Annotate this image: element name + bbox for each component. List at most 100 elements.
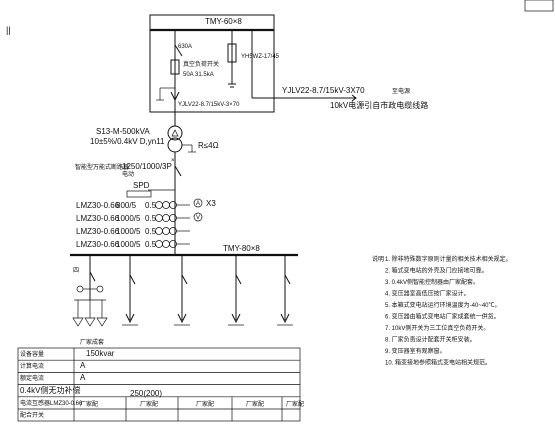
ct-row-ratio: 1000/5 bbox=[116, 240, 141, 249]
transformer-ratio: 10±5%/0.4kV D,yn11 bbox=[90, 137, 165, 146]
ct-row-ratio: 1000/5 bbox=[116, 214, 141, 223]
ct-row-label: LMZ30-0.66 bbox=[76, 201, 120, 210]
table-row-label-4: 电流互感器LMZ30-0.66 bbox=[20, 399, 83, 407]
feeder-arrow-icon bbox=[125, 313, 135, 324]
table-row-value-1: A bbox=[80, 361, 86, 370]
lv-busbar-label: TMY-80×8 bbox=[223, 244, 260, 253]
vendor-cell: 厂家配 bbox=[196, 400, 214, 408]
spd-label: SPD bbox=[133, 181, 150, 190]
top-busbar-label: TMY-60×8 bbox=[205, 17, 242, 26]
spd-icon bbox=[126, 190, 152, 198]
ct-row-label: LMZ30-0.66 bbox=[76, 240, 120, 249]
incoming-arrow-icon bbox=[351, 94, 357, 102]
note-item: 4. 变压器室高低压按厂家设计。 bbox=[385, 290, 470, 298]
ct-coil-icon bbox=[162, 227, 170, 235]
hv-breaking-capacity: 50A 31.5kA bbox=[183, 72, 214, 78]
note-item: 7. 10kV侧开关为三工位真空负荷开关。 bbox=[385, 324, 489, 332]
feeder-arrow-icon bbox=[280, 313, 290, 324]
cable-head-icon bbox=[170, 91, 180, 102]
vendor-cell: 厂家配 bbox=[80, 400, 98, 408]
table-row-label-1: 计算电流 bbox=[20, 362, 44, 370]
ct-coil-icon bbox=[162, 240, 170, 248]
note-item: 3. 0.4kV侧智能控制器由厂家配套。 bbox=[385, 278, 479, 286]
table-row-label-2: 额定电流 bbox=[20, 374, 44, 382]
ct-coil-icon bbox=[155, 214, 163, 222]
ct-row-class: 0.5 bbox=[145, 214, 157, 223]
load-switch bbox=[174, 44, 183, 57]
table-header-note: 厂家成套 bbox=[80, 338, 104, 346]
feeder-breaker-icon bbox=[129, 274, 136, 285]
hv-cable-out: YJLV22-8.7/15kV-3×70 bbox=[178, 102, 240, 108]
feeder-arrow-icon bbox=[177, 313, 187, 324]
hv-cable-in-note: 至电源 bbox=[392, 87, 410, 95]
feeder-breaker-icon bbox=[235, 274, 242, 285]
feeder-breaker-icon bbox=[181, 274, 188, 285]
hv-breaker-rating: 630A bbox=[178, 44, 192, 50]
ammeter-label: A bbox=[196, 201, 200, 207]
vendor-cell: 厂家配 bbox=[140, 400, 158, 408]
capacitor-mark: 四 bbox=[73, 267, 79, 274]
fuse-icon bbox=[170, 59, 180, 75]
hv-cable-in: YJLV22-8.7/15kV-3X70 bbox=[282, 86, 365, 95]
equipment-table: 厂家成套 设备容量 150kvar 计算电流 A 额定电流 A 0.4kV侧无功… bbox=[17, 338, 304, 422]
voltmeter-label: V bbox=[196, 215, 200, 221]
note-item: 10. 箱变接地参照箱式变电站相关规范。 bbox=[385, 359, 491, 367]
table-row-label-0: 设备容量 bbox=[20, 350, 44, 358]
capacitor-icon-2 bbox=[84, 317, 96, 327]
capacitor-icon-1 bbox=[72, 317, 84, 327]
lv-breaker-rating: 1250/1000/3P bbox=[122, 162, 172, 171]
ammeter-count: X3 bbox=[206, 199, 216, 208]
transformer-primary-icon bbox=[167, 125, 183, 141]
table-row-label-3: 0.4kV侧无功补偿 bbox=[20, 385, 80, 395]
corner-box bbox=[524, 0, 554, 12]
ct-row-class: 0.5 bbox=[145, 201, 157, 210]
ct-coil-icon bbox=[155, 227, 163, 235]
ct-coil-icon bbox=[155, 201, 163, 209]
arrester-label: YH5WZ-17/45 bbox=[241, 54, 280, 60]
breaker-cross-icon: × bbox=[171, 158, 175, 164]
hv-cabinet-frame bbox=[149, 14, 275, 113]
notes-title: 说明 bbox=[372, 255, 384, 263]
vendor-cell: 厂家配 bbox=[246, 400, 264, 408]
ct-coil-icon bbox=[162, 214, 170, 222]
ct-row-ratio: 800/5 bbox=[116, 201, 137, 210]
transformer-model: S13-M-500kVA bbox=[96, 127, 150, 136]
note-item: 5. 本箱式变电站运行环境温度为-40~40℃。 bbox=[385, 301, 501, 309]
capacitor-ct-right bbox=[96, 285, 104, 293]
outgoing-feeder-group bbox=[122, 255, 293, 326]
ct-coil-icon bbox=[162, 201, 170, 209]
arrester-icon bbox=[227, 43, 237, 63]
vendor-cell: 厂家配 bbox=[286, 400, 304, 408]
note-item: 2. 箱式变电站的外壳及门应接地可靠。 bbox=[385, 267, 488, 275]
ammeter-icon bbox=[193, 198, 203, 208]
table-row-label-5: 配合开关 bbox=[20, 411, 44, 419]
capacitor-ct-left bbox=[76, 285, 84, 293]
table-row-value-0: 150kvar bbox=[86, 349, 115, 358]
notes-list: 1. 除非特殊数字原则计量的相关技术相关规定。 2. 箱式变电站的外壳及门应接地可… bbox=[385, 255, 512, 367]
feeder-breaker-icon bbox=[284, 274, 291, 285]
ct-row-label: LMZ30-0.66 bbox=[76, 227, 120, 236]
note-item: 1. 除非特殊数字原则计量的相关技术相关规定。 bbox=[385, 255, 512, 263]
corner-mark: || bbox=[6, 25, 11, 35]
hv-source-note: 10kV电源引自市政电缆线路 bbox=[330, 100, 428, 110]
note-item: 8. 厂家负责设计配套开关柜安装。 bbox=[385, 336, 476, 344]
capacitor-icon-3 bbox=[96, 317, 108, 327]
voltmeter-icon bbox=[193, 212, 203, 222]
ct-row-ratio: 1000/5 bbox=[116, 227, 141, 236]
lv-breaker-label: 智能型万能式断路器 bbox=[75, 163, 129, 171]
delta-symbol bbox=[171, 129, 179, 137]
hv-fuse-label: 真空负荷开关 bbox=[183, 60, 219, 68]
ct-coil-icon bbox=[155, 240, 163, 248]
note-item: 6. 变压器由箱式变电站厂家成套统一供货。 bbox=[385, 313, 500, 321]
feeder-arrow-icon bbox=[231, 313, 241, 324]
grounding-label: R≤4Ω bbox=[198, 141, 219, 150]
ct-row-class: 0.5 bbox=[145, 240, 157, 249]
table-row-value-2: A bbox=[80, 373, 86, 382]
lv-breaker-sub: 电动 bbox=[122, 170, 134, 178]
lv-breaker-icon bbox=[174, 165, 182, 177]
note-item: 9. 变压器室有观察窗。 bbox=[385, 347, 446, 355]
ct-row-label: LMZ30-0.66 bbox=[76, 214, 120, 223]
table-ct-value: 250(200) bbox=[130, 389, 162, 398]
